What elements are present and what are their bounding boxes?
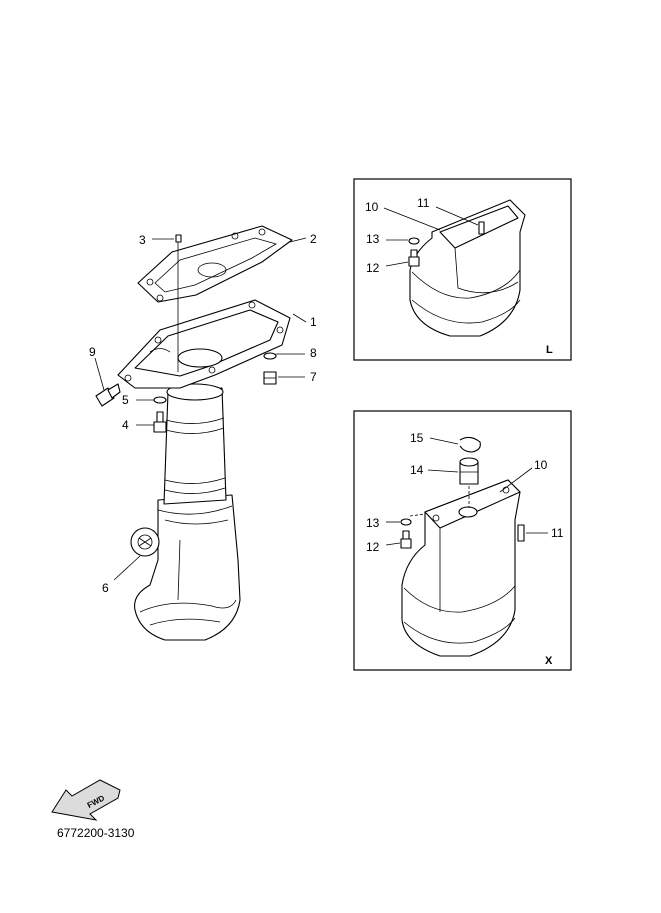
catalog-number: 6772200-3130 — [57, 826, 135, 840]
part-7-bolt — [263, 371, 277, 385]
callout-4: 4 — [122, 418, 129, 432]
part-2-gasket — [137, 225, 293, 303]
detail-box-L: 10 11 13 12 L — [353, 178, 572, 361]
detail-X-callout-10: 10 — [534, 458, 548, 472]
detail-X-callout-14: 14 — [410, 463, 424, 477]
detail-X-part-14 — [459, 457, 479, 485]
part-9-fitting — [95, 383, 121, 407]
detail-L-callout-11: 11 — [417, 196, 430, 210]
part-8-washer — [263, 352, 277, 360]
detail-X-callout-15: 15 — [410, 431, 424, 445]
leader-1 — [292, 313, 307, 323]
detail-L-tag: L — [546, 344, 553, 356]
callout-8: 8 — [310, 346, 317, 360]
part-5-washer — [153, 396, 167, 404]
detail-L-part-10 — [409, 199, 526, 337]
detail-X-part-10 — [401, 479, 521, 657]
callout-3: 3 — [139, 233, 146, 247]
part-4-bolt — [153, 411, 167, 433]
part-1-upper-casing — [157, 383, 233, 515]
detail-X-part-12 — [400, 530, 412, 549]
detail-L-part-13 — [408, 237, 420, 245]
part-3-dowel-pin — [175, 234, 182, 372]
callout-5: 5 — [122, 393, 129, 407]
detail-X-tag: X — [545, 655, 553, 667]
fwd-arrow-icon: FWD — [51, 779, 121, 821]
detail-X-part-11 — [517, 524, 525, 542]
detail-L-callout-13: 13 — [366, 232, 380, 246]
part-6-lower-casing — [134, 494, 241, 641]
detail-X-callout-11: 11 — [551, 526, 564, 540]
part-6-grommet — [130, 527, 160, 557]
detail-L-callout-10: 10 — [365, 200, 379, 214]
detail-L-part-12 — [408, 249, 420, 267]
detail-box-X: 15 14 10 11 13 12 X — [353, 410, 572, 671]
detail-X-part-13 — [400, 518, 412, 526]
detail-X-part-15 — [459, 436, 481, 453]
main-assembly: 3 2 1 9 8 7 5 4 6 — [89, 225, 317, 641]
callout-7: 7 — [310, 370, 317, 384]
callout-9: 9 — [89, 345, 96, 359]
detail-X-callout-12: 12 — [366, 540, 380, 554]
detail-X-callout-13: 13 — [366, 516, 380, 530]
detail-L-callout-12: 12 — [366, 261, 380, 275]
callout-6: 6 — [102, 581, 109, 595]
callout-2: 2 — [310, 232, 317, 246]
part-1-flange — [117, 299, 291, 389]
callout-1: 1 — [310, 315, 317, 329]
